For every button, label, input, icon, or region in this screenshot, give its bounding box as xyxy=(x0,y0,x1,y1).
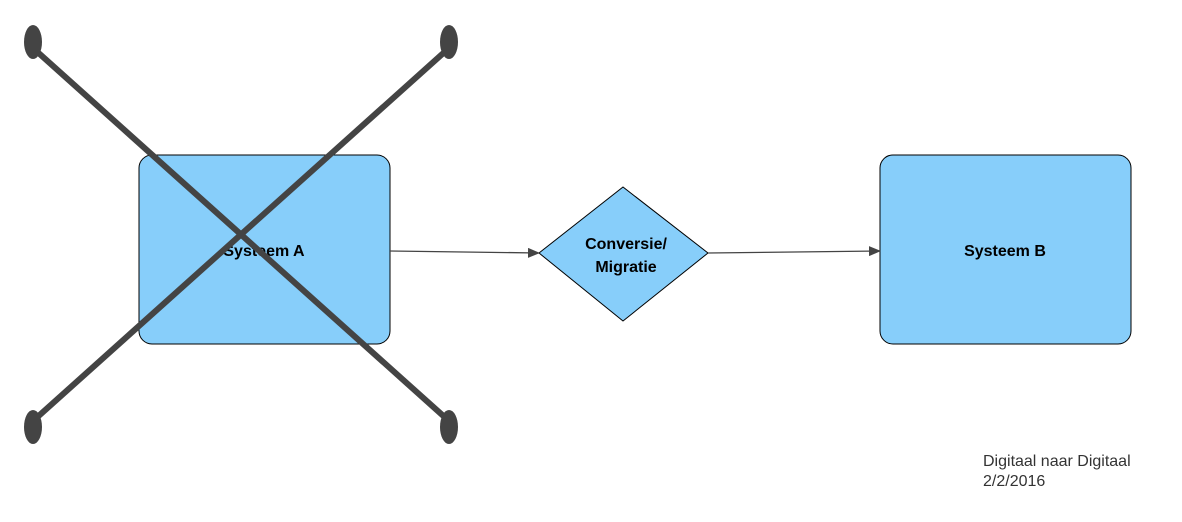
cross-out-mark xyxy=(24,25,458,444)
node-conversie-migratie[interactable]: Conversie/ Migratie xyxy=(538,186,709,322)
node-systeem-b[interactable]: Systeem B xyxy=(879,154,1132,345)
cross-handle-top-left[interactable] xyxy=(24,25,42,59)
edge-systeem-a-to-conversie[interactable] xyxy=(389,247,540,258)
caption-date: 2/2/2016 xyxy=(983,473,1046,490)
node-conversie-label-line1: Conversie/ xyxy=(585,236,667,253)
caption: Digitaal naar Digitaal 2/2/2016 xyxy=(983,452,1131,492)
cross-handle-top-right[interactable] xyxy=(440,25,458,59)
node-conversie-label-line2: Migratie xyxy=(595,259,656,276)
cross-handle-bottom-left[interactable] xyxy=(24,410,42,444)
node-systeem-a[interactable]: Systeem A xyxy=(138,154,391,345)
cross-line-2 xyxy=(30,45,452,424)
node-conversie-migratie-shape xyxy=(538,186,709,322)
edge-conversie-to-systeem-b[interactable] xyxy=(707,246,881,257)
caption-title: Digitaal naar Digitaal xyxy=(983,453,1131,470)
node-systeem-b-label: Systeem B xyxy=(964,243,1046,260)
cross-handle-bottom-right[interactable] xyxy=(440,410,458,444)
